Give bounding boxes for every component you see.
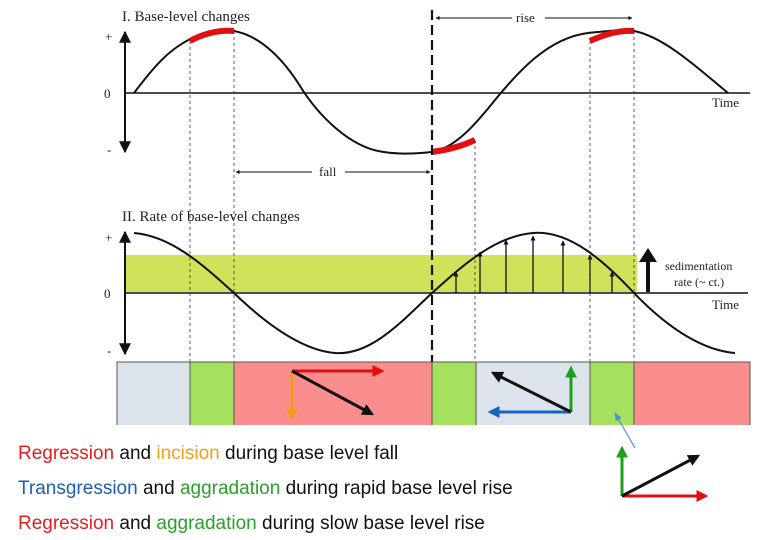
net-arrow-fall [291,369,375,416]
legend-term: Regression [18,513,115,534]
legend-term: aggradation [156,513,257,534]
legend-term: Transgression [18,478,138,499]
fall-label: fall [319,164,337,179]
sedimentation-band [125,255,637,292]
rise-label: rise [516,10,535,25]
panel1-minus-label: - [107,142,111,157]
phase-box-green-2 [431,361,477,425]
legend-line-fall: Regression and incision during base leve… [18,443,398,465]
panel1-title: I. Base-level changes [122,9,250,25]
legend-term: during base level fall [219,443,399,464]
panel1-plus-label: + [105,29,112,44]
legend-term: during slow base level rise [256,513,485,534]
rate-curve [133,231,736,355]
rate-arrows [453,235,615,293]
panel2-title: II. Rate of base-level changes [122,209,300,225]
highlight-highstand-2 [588,27,635,44]
base-level-diagram: I. Base-level changes + 0 - Time rise fa… [104,9,751,425]
phase-boxes [116,361,751,425]
panel1-time-label: Time [712,95,739,110]
slow-rise-arrows [616,445,709,502]
panel-rate-of-base-level-changes: II. Rate of base-level changes + 0 - Tim… [104,209,748,358]
panel2-plus-label: + [105,230,112,245]
net-arrow-slow-rise [621,454,701,498]
phase-box-green-3 [589,361,635,425]
phase-box-grey-1 [116,361,191,425]
panel2-time-label: Time [712,297,739,312]
highlight-highstand-1 [188,27,235,44]
inset-pointer-line [614,412,636,449]
legend-term: incision [156,443,220,464]
phase-box-green-1 [189,361,235,425]
fall-arrows [286,365,385,421]
net-arrow-rapid-rise [490,371,572,414]
sedimentation-label-line1: sedimentation [665,259,732,273]
legend-line-slow-rise: Regression and aggradation during slow b… [18,513,485,535]
sedimentation-label-line2: rate (~ ct.) [674,275,724,289]
legend-term: Regression [18,443,115,464]
rapid-rise-arrows [487,365,577,418]
highlight-lowstand [431,137,477,155]
legend-term: and [114,513,157,534]
panel1-zero-label: 0 [104,86,111,101]
legend-line-rapid-rise: Transgression and aggradation during rap… [18,478,513,500]
phase-guide-lines [189,31,635,362]
sedimentation-arrow-head [639,248,657,262]
legend-term: during rapid base level rise [280,478,513,499]
inset-pointer [614,412,636,449]
legend-term: and [137,478,180,499]
panel-base-level-changes: I. Base-level changes + 0 - Time rise fa… [104,9,750,179]
phase-box-red-2 [633,361,751,425]
panel2-minus-label: - [107,343,111,358]
legend-term: aggradation [179,478,281,499]
panel2-zero-label: 0 [104,286,111,301]
legend-term: and [114,443,157,464]
